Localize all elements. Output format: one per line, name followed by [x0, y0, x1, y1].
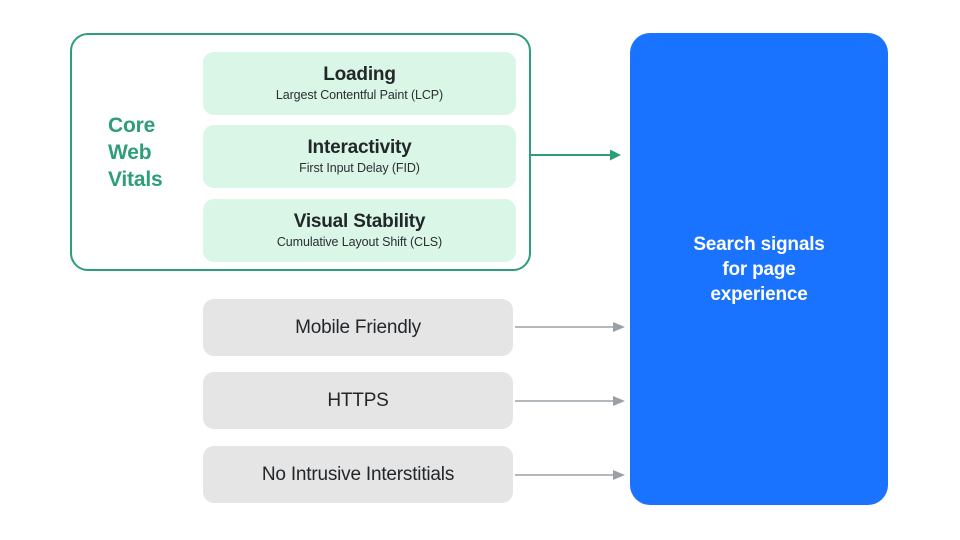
metric-subtitle: First Input Delay (FID)	[299, 161, 420, 175]
core-web-vitals-label-line-1: Core	[108, 114, 156, 137]
metric-title: Interactivity	[307, 137, 412, 158]
signal-card-mobile-friendly: Mobile Friendly	[203, 299, 513, 356]
arrow-core-web-vitals-to-outcome	[531, 147, 621, 163]
signal-label: HTTPS	[327, 389, 389, 411]
metric-title: Visual Stability	[293, 211, 426, 232]
metric-card-loading: Loading Largest Contentful Paint (LCP)	[203, 52, 516, 115]
outcome-text-line-3: experience	[710, 283, 808, 305]
core-web-vitals-label-line-2: Web	[108, 141, 152, 164]
metric-card-interactivity: Interactivity First Input Delay (FID)	[203, 125, 516, 188]
core-web-vitals-label: Core Web Vitals	[108, 112, 200, 193]
signal-label: Mobile Friendly	[295, 316, 421, 338]
metric-subtitle: Cumulative Layout Shift (CLS)	[276, 235, 443, 249]
arrow-no-intrusive-interstitials-to-outcome	[515, 467, 625, 483]
metric-card-visual-stability: Visual Stability Cumulative Layout Shift…	[203, 199, 516, 262]
arrow-https-to-outcome	[515, 393, 625, 409]
signal-card-https: HTTPS	[203, 372, 513, 429]
outcome-text-line-2: for page	[722, 258, 796, 280]
arrow-mobile-friendly-to-outcome	[515, 319, 625, 335]
outcome-text-line-1: Search signals	[693, 233, 825, 255]
outcome-text: Search signals for page experience	[669, 232, 848, 307]
metric-title: Loading	[323, 64, 396, 85]
core-web-vitals-label-line-3: Vitals	[108, 168, 163, 191]
metric-subtitle: Largest Contentful Paint (LCP)	[275, 88, 444, 102]
signal-card-no-intrusive-interstitials: No Intrusive Interstitials	[203, 446, 513, 503]
signal-label: No Intrusive Interstitials	[261, 463, 455, 485]
core-web-vitals-group	[70, 33, 531, 271]
outcome-panel-search-signals: Search signals for page experience	[630, 33, 888, 505]
